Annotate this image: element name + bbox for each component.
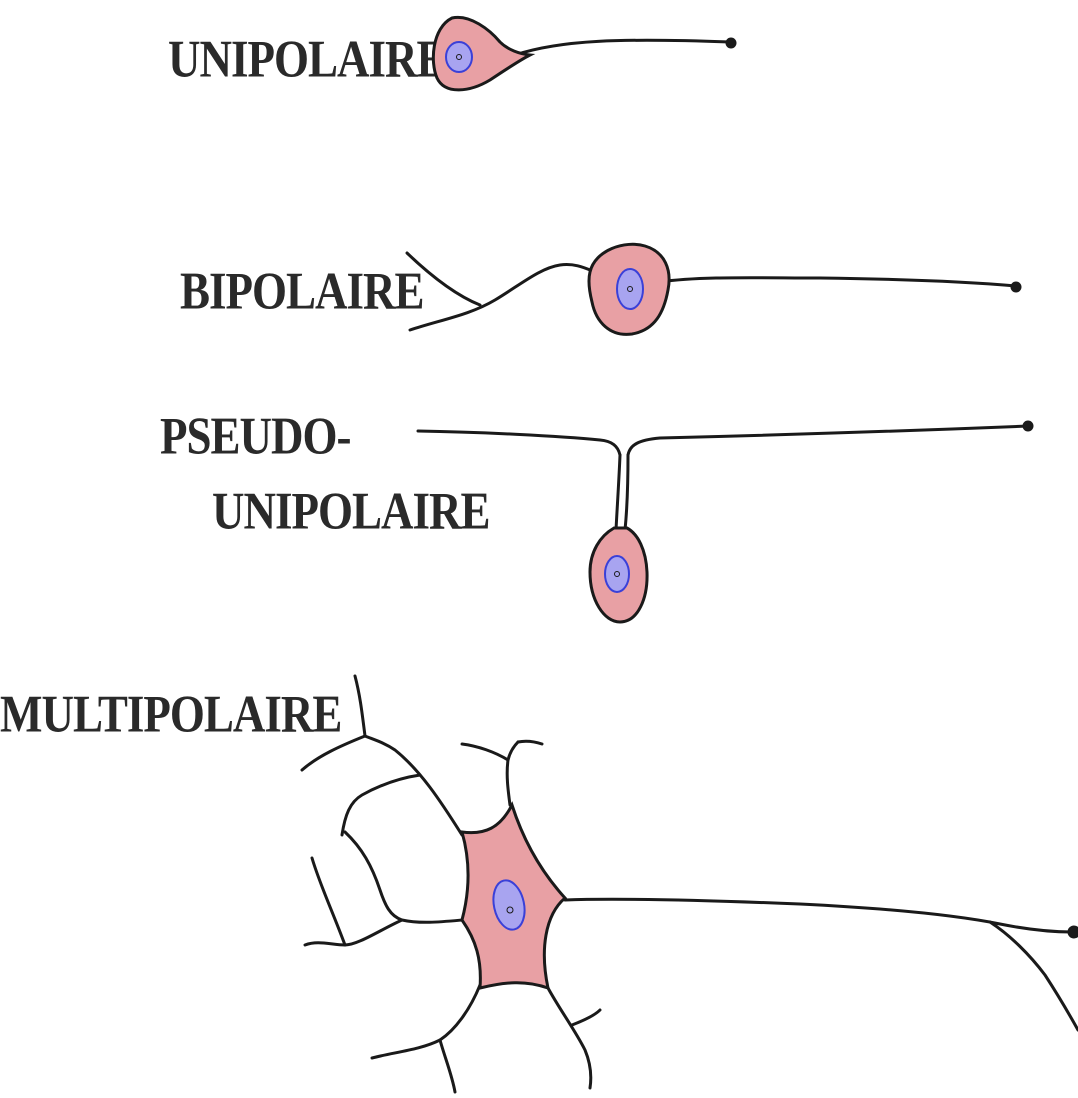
bipolar-dendrite-upper <box>407 253 480 305</box>
bipolar-dendrite-lower <box>410 265 595 330</box>
bipolar-axon <box>660 278 1016 286</box>
multipolar-dendrite-left-far <box>312 858 345 945</box>
multipolar-dendrite-bottom-right <box>548 988 591 1088</box>
multipolar-dendrite-branch-b <box>302 736 365 770</box>
pseudo-unipolar-central-branch <box>628 426 1028 455</box>
multipolar-dendrite-bottom-down <box>440 1040 455 1092</box>
unipolar-axon <box>515 40 730 55</box>
multipolar-dendrite-left-middle <box>345 832 462 922</box>
multipolar-dendrite-top-right <box>518 741 542 744</box>
unipolar-nucleolus <box>457 55 462 60</box>
pseudo-unipolar-peripheral-branch <box>418 431 620 455</box>
pseudo-unipolar-stem-right <box>625 455 628 530</box>
multipolar-dendrite-bottom-right-branch <box>572 1010 600 1025</box>
unipolar-neuron <box>433 17 735 90</box>
multipolar-axon-terminal <box>1069 927 1078 937</box>
multipolar-dendrite-left-lower <box>305 920 402 945</box>
bipolar-nucleolus <box>628 287 633 292</box>
unipolar-axon-terminal <box>727 39 735 47</box>
multipolar-neuron <box>302 676 1078 1092</box>
pseudo-unipolar-axon-terminal <box>1024 422 1032 430</box>
multipolar-dendrite-branch-a <box>355 676 365 736</box>
multipolar-dendrite-branch-c <box>342 775 420 835</box>
multipolar-nucleolus <box>507 907 513 913</box>
multipolar-dendrite-bottom <box>372 985 480 1058</box>
multipolar-dendrite-top <box>507 742 518 805</box>
multipolar-axon-collateral <box>990 922 1078 1030</box>
multipolar-dendrite-top-left <box>462 744 508 760</box>
pseudo-unipolar-stem-left <box>616 455 620 530</box>
bipolar-neuron <box>407 244 1020 334</box>
pseudo-unipolar-nucleolus <box>615 572 620 577</box>
bipolar-axon-terminal <box>1012 283 1020 291</box>
pseudo-unipolar-neuron <box>418 422 1032 622</box>
